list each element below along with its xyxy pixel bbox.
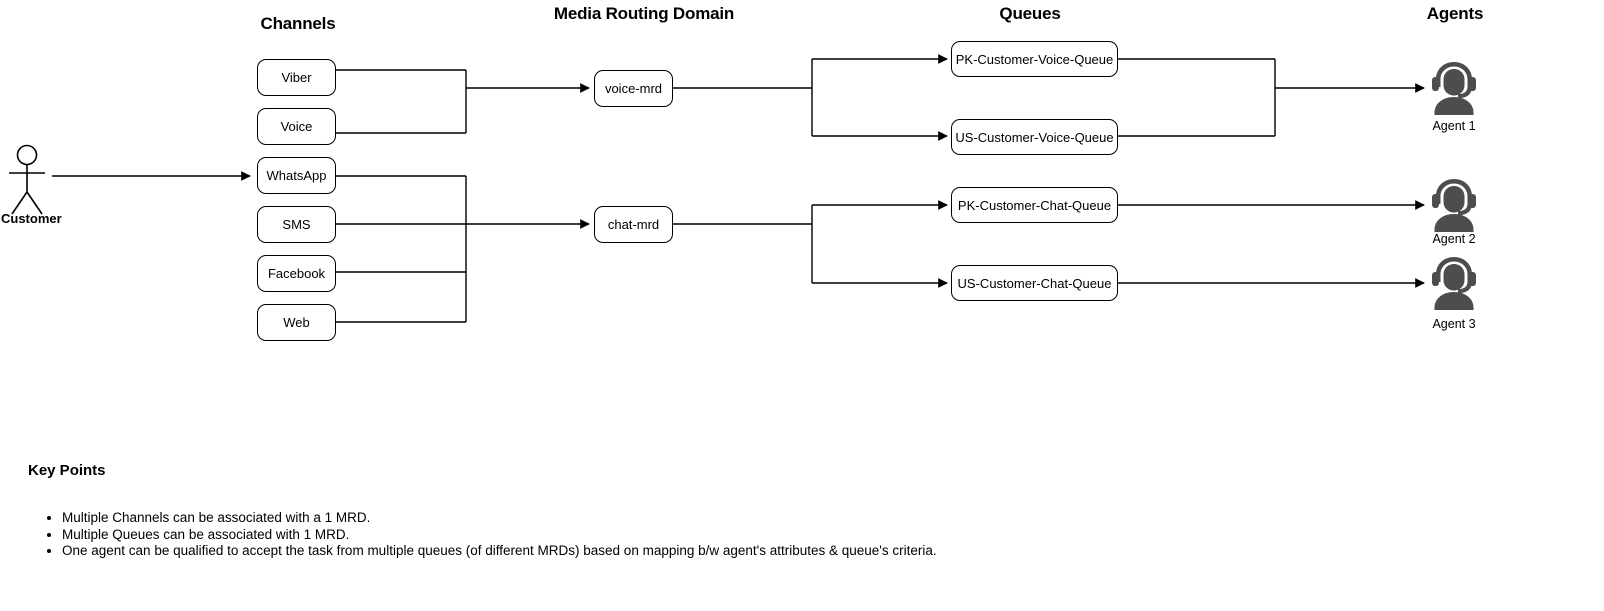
headset-agent-icon <box>1432 179 1476 232</box>
channel-label: SMS <box>282 217 311 232</box>
mrd-label: voice-mrd <box>604 81 663 96</box>
mrd-box-chat-mrd[interactable]: chat-mrd <box>594 206 673 243</box>
channel-box-voice[interactable]: Voice <box>257 108 336 145</box>
column-title-queues: Queues <box>999 4 1061 23</box>
key-point-item: One agent can be qualified to accept the… <box>62 543 937 560</box>
channel-label: Facebook <box>267 266 326 281</box>
channel-label: Voice <box>280 119 313 134</box>
queue-label: US-Customer-Chat-Queue <box>957 275 1112 291</box>
queue-box-pk-customer-chat-queue[interactable]: PK-Customer-Chat-Queue <box>951 187 1118 223</box>
agent-2-label: Agent 2 <box>1432 232 1476 246</box>
channel-box-whatsapp[interactable]: WhatsApp <box>257 157 336 194</box>
channel-box-viber[interactable]: Viber <box>257 59 336 96</box>
queue-label: US-Customer-Voice-Queue <box>955 129 1114 145</box>
mrd-box-voice-mrd[interactable]: voice-mrd <box>594 70 673 107</box>
queue-label: PK-Customer-Voice-Queue <box>955 51 1114 67</box>
agent-1-icon-wrap[interactable] <box>1427 57 1481 120</box>
customer-label: Customer <box>1 211 62 226</box>
channel-box-sms[interactable]: SMS <box>257 206 336 243</box>
stick-figure-person-icon <box>9 144 45 215</box>
column-title-media-routing-domain: Media Routing Domain <box>553 4 735 23</box>
channel-label: WhatsApp <box>266 168 327 183</box>
agent-1-label: Agent 1 <box>1432 119 1476 133</box>
key-point-item: Multiple Queues can be associated with 1… <box>62 527 937 544</box>
channel-label: Web <box>283 315 310 330</box>
channel-label: Viber <box>281 70 312 85</box>
headset-agent-icon <box>1432 257 1476 310</box>
column-title-channels: Channels <box>260 14 336 33</box>
queue-box-us-customer-voice-queue[interactable]: US-Customer-Voice-Queue <box>951 119 1118 155</box>
agent-2-icon-wrap[interactable] <box>1427 174 1481 237</box>
channel-box-web[interactable]: Web <box>257 304 336 341</box>
headset-agent-icon <box>1432 62 1476 115</box>
key-points-list: Multiple Channels can be associated with… <box>40 510 937 560</box>
channel-box-facebook[interactable]: Facebook <box>257 255 336 292</box>
column-title-agents: Agents <box>1426 4 1484 23</box>
agent-3-icon-wrap[interactable] <box>1427 252 1481 315</box>
mrd-label: chat-mrd <box>607 217 660 232</box>
queue-box-pk-customer-voice-queue[interactable]: PK-Customer-Voice-Queue <box>951 41 1118 77</box>
queue-box-us-customer-chat-queue[interactable]: US-Customer-Chat-Queue <box>951 265 1118 301</box>
queue-label: PK-Customer-Chat-Queue <box>957 197 1112 213</box>
key-points-title: Key Points <box>28 462 106 479</box>
agent-3-label: Agent 3 <box>1432 317 1476 331</box>
key-point-item: Multiple Channels can be associated with… <box>62 510 937 527</box>
